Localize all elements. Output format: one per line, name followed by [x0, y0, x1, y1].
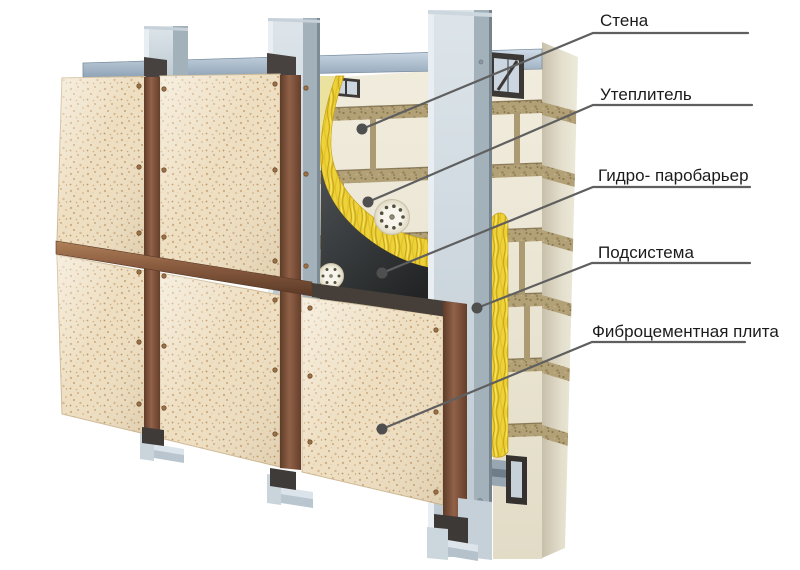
panel [159, 272, 281, 468]
leader-line-wall [360, 31, 750, 131]
foot [140, 427, 184, 463]
leader-line-vapor-barrier [380, 185, 752, 275]
subsystem-profiles [144, 10, 492, 557]
label-fiber-cement-board: Фиброцементная плита [592, 322, 779, 341]
lower-wall-bracket [488, 455, 527, 505]
panel [159, 73, 281, 281]
leader-lines [360, 31, 754, 431]
joint-strips [144, 75, 301, 470]
profile-right [428, 10, 492, 557]
labels: Стена Утеплитель Гидро- паробарьер Подси… [592, 11, 779, 341]
joint-strip-right [443, 301, 467, 523]
leader-line-subsystem [475, 261, 752, 310]
label-vapor-barrier: Гидро- паробарьер [598, 166, 749, 185]
membrane-band [312, 283, 467, 320]
label-wall: Стена [600, 11, 649, 30]
label-subsystem: Подсистема [598, 243, 694, 262]
vapor-barrier-membrane [320, 165, 432, 313]
panel [56, 254, 146, 435]
top-bracket [144, 57, 167, 80]
wall-brackets [333, 52, 524, 99]
fiber-cement-panels [56, 73, 444, 506]
panel-screws [136, 81, 439, 495]
anchor-disc [374, 199, 410, 235]
panel [56, 75, 146, 257]
foot [427, 498, 492, 561]
profile-feet [140, 427, 492, 561]
leader-dots [356, 123, 483, 435]
label-insulation: Утеплитель [600, 85, 692, 104]
panel [301, 296, 444, 506]
leader-line-panel [380, 340, 747, 431]
top-bracket [267, 53, 296, 78]
insulation-corner-strip [488, 212, 509, 458]
foot [267, 468, 313, 508]
leader-line-insulation [366, 103, 754, 204]
